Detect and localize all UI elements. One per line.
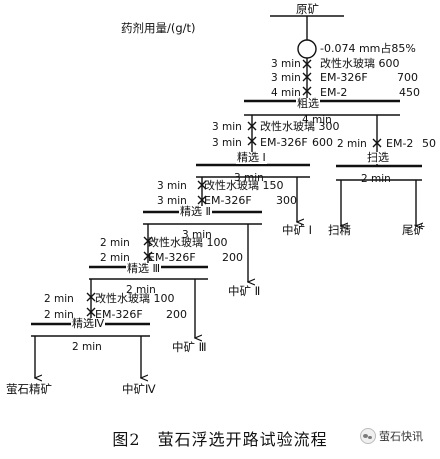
reagent-cross (143, 236, 153, 246)
reagent-label: 改性水玻璃 100 (148, 236, 228, 249)
cleaner-3-time: 2 min (126, 284, 156, 296)
time-label: 3 min (212, 137, 242, 149)
reagent-label: EM-326F (320, 71, 368, 84)
reagent-label: EM-326F (260, 136, 308, 149)
reagent-label: EM-326F (204, 194, 252, 207)
reagent-cross (372, 138, 382, 148)
dosage-value: 450 (399, 86, 420, 99)
reagent-label: 改性水玻璃 300 (260, 120, 340, 133)
time-label: 2 min (44, 293, 74, 305)
reagent-label: EM-326F (95, 308, 143, 321)
time-label: 3 min (271, 72, 301, 84)
middling-3-label: 中矿 Ⅲ (172, 340, 207, 354)
scavenger-time: 2 min (361, 173, 391, 185)
reagent-cross (86, 307, 96, 317)
dosage-value: 300 (276, 194, 297, 207)
tailings-label: 尾矿 (402, 223, 425, 237)
reagent-cross (143, 251, 153, 261)
cleaner-4-label: 精选Ⅳ (71, 317, 106, 330)
scavenger-label: 扫选 (366, 151, 390, 164)
reagent-label: 改性水玻璃 100 (95, 292, 175, 305)
dosage-value: 600 (312, 136, 333, 149)
middling-1-label: 中矿 Ⅰ (282, 223, 313, 237)
grinding-circle (297, 39, 317, 59)
reagent-cross (302, 59, 312, 69)
time-label: 2 min (100, 237, 130, 249)
cleaner-1-time: 3 min (234, 172, 264, 184)
cleaner-2-label: 精选 Ⅱ (179, 205, 212, 218)
grind-label: -0.074 mm占85% (320, 42, 416, 55)
reagent-cross (247, 136, 257, 146)
reagent-cross (302, 72, 312, 82)
cleaner-2-time: 3 min (182, 229, 212, 241)
reagent-label: 改性水玻璃 600 (320, 57, 400, 70)
reagent-cross (247, 121, 257, 131)
time-label: 2 min (337, 138, 367, 150)
time-label: 2 min (100, 252, 130, 264)
time-label: 4 min (271, 87, 301, 99)
time-label: 3 min (271, 58, 301, 70)
middling-4-label: 中矿Ⅳ (122, 382, 156, 396)
cleaner-3-label: 精选 Ⅲ (126, 262, 162, 275)
watermark: 萤石快讯 (360, 428, 423, 444)
cleaner-1-label: 精选 Ⅰ (236, 151, 267, 164)
dosage-value: 200 (166, 308, 187, 321)
dosage-unit-label: 药剂用量/(g/t) (121, 21, 196, 35)
reagent-label: EM-326F (148, 251, 196, 264)
wechat-logo-icon (360, 428, 376, 444)
time-label: 3 min (157, 180, 187, 192)
reagent-cross (197, 180, 207, 190)
reagent-cross (302, 86, 312, 96)
reagent-cross (86, 292, 96, 302)
time-label: 3 min (157, 195, 187, 207)
middling-2-label: 中矿 Ⅱ (228, 284, 261, 298)
dosage-value: 200 (222, 251, 243, 264)
reagent-label: EM-2 (386, 137, 414, 150)
rougher-time: 4 min (302, 114, 332, 126)
scavenger-concentrate-label: 扫精 (328, 223, 351, 237)
reagent-label: 改性水玻璃 150 (204, 179, 284, 192)
fluorite-concentrate-label: 萤石精矿 (6, 382, 52, 396)
time-label: 2 min (44, 309, 74, 321)
dosage-value: 700 (397, 71, 418, 84)
watermark-text: 萤石快讯 (379, 430, 423, 443)
rougher-label: 粗选 (296, 97, 320, 110)
time-label: 3 min (212, 121, 242, 133)
raw-ore-label: 原矿 (296, 2, 319, 16)
cleaner-4-time: 2 min (72, 341, 102, 353)
reagent-cross (197, 195, 207, 205)
reagent-label: EM-2 (320, 86, 348, 99)
figure-caption: 图2 萤石浮选开路试验流程 (112, 430, 328, 449)
dosage-value: 50 (422, 137, 436, 150)
